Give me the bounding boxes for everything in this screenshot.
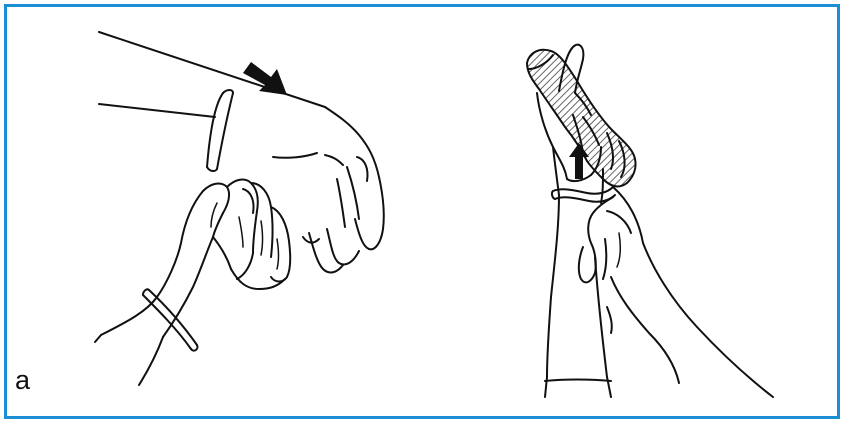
figure-frame: a — [4, 4, 840, 419]
glove-cuff-band — [207, 90, 233, 171]
wrist-cuff-band — [143, 289, 197, 350]
back-forearm — [99, 32, 325, 117]
right-scene — [527, 45, 773, 397]
glove-removal-illustration — [7, 7, 837, 416]
gloved-forearm — [545, 147, 611, 397]
peeling-hand — [579, 187, 773, 397]
pulling-hand — [95, 180, 290, 385]
wrist-cuff-roll — [552, 187, 615, 202]
arrow-right-icon — [243, 62, 287, 95]
left-scene — [95, 32, 384, 385]
panel-label: a — [15, 367, 30, 394]
